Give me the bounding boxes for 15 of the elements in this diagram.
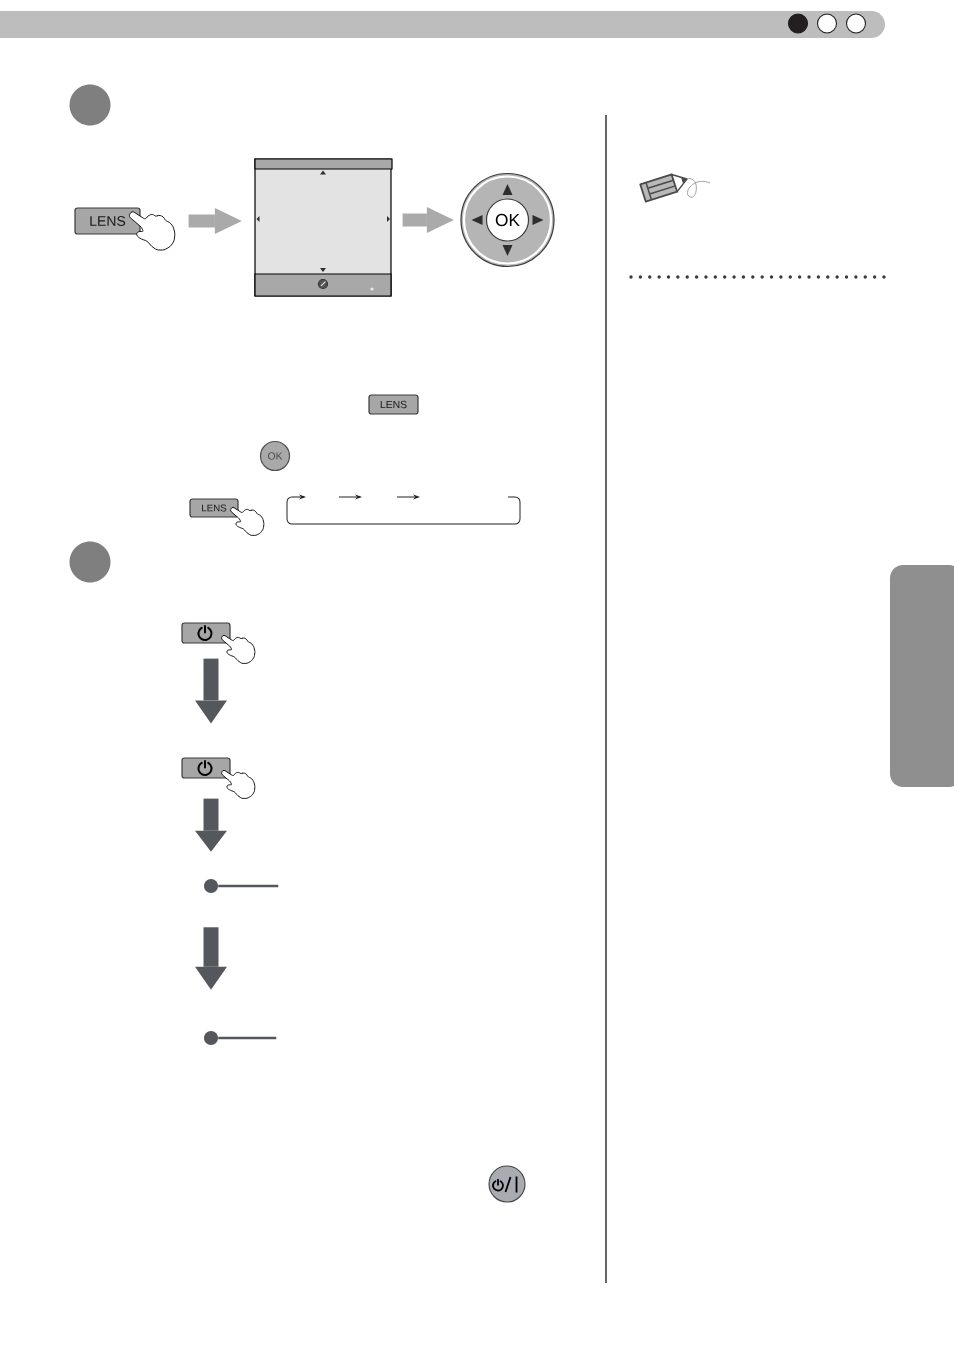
block-arrow xyxy=(188,208,242,234)
side-tab xyxy=(890,565,954,787)
block-arrow xyxy=(195,927,227,990)
remote-button: LENS xyxy=(189,498,239,518)
leader-line xyxy=(218,884,279,888)
block-arrow xyxy=(402,207,454,233)
leader-line xyxy=(218,1036,277,1040)
indicator-lamp xyxy=(204,1031,218,1045)
block-arrow xyxy=(195,798,227,852)
remote-button: LENS xyxy=(74,207,141,235)
block-arrow xyxy=(195,658,227,724)
indicator-lamp xyxy=(204,879,218,893)
ok-button: OK xyxy=(259,440,291,472)
remote-button: LENS xyxy=(368,394,419,415)
direction-pad: OK xyxy=(460,172,555,268)
